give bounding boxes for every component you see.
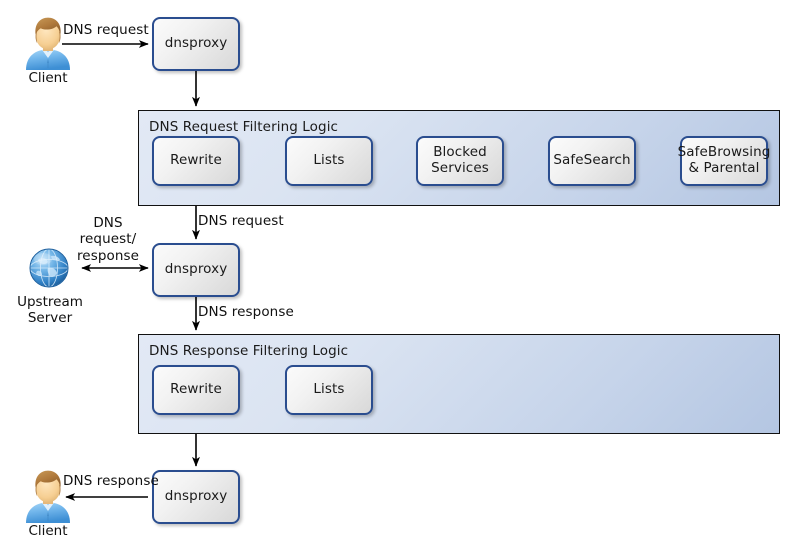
edge-label-dnsproxy-to-client: DNS response [63,473,159,489]
globe-icon [24,243,74,293]
node-label: Rewrite [170,152,222,169]
node-rewrite-response[interactable]: Rewrite [152,365,240,415]
node-label: Rewrite [170,381,222,398]
actor-caption-client-bottom: Client [28,523,68,539]
node-dnsproxy-bottom[interactable]: dnsproxy [152,470,240,524]
node-label: Lists [313,381,345,398]
user-avatar-icon [20,467,76,523]
node-label: Lists [313,152,345,169]
node-label: dnsproxy [164,488,228,505]
node-label: SafeBrowsing & Parental [677,144,771,176]
node-label: SafeSearch [553,152,631,169]
node-label: dnsproxy [164,261,228,278]
edge-label-dnsproxy-to-request-filter: DNS request [198,213,284,229]
edge-label-dnsproxy-to-response-filter: DNS response [198,304,294,320]
group-title-response-filtering: DNS Response Filtering Logic [149,343,349,359]
node-safebrowsing-parental[interactable]: SafeBrowsing & Parental [678,136,770,186]
node-safesearch[interactable]: SafeSearch [548,136,636,186]
group-title-request-filtering: DNS Request Filtering Logic [149,119,339,135]
user-avatar-icon [20,14,76,70]
group-response-filtering: DNS Response Filtering Logic [138,334,780,434]
node-dnsproxy-top[interactable]: dnsproxy [152,17,240,71]
node-label: Blocked Services [431,144,489,176]
node-lists-response[interactable]: Lists [285,365,373,415]
edge-label-upstream-exchange: DNS request/ response [76,215,140,264]
actor-caption-client-top: Client [28,70,68,86]
actor-caption-upstream-server: Upstream Server [17,294,83,327]
edge-label-client-to-dnsproxy: DNS request [63,22,149,38]
node-rewrite-request[interactable]: Rewrite [152,136,240,186]
node-dnsproxy-middle[interactable]: dnsproxy [152,243,240,297]
node-lists-request[interactable]: Lists [285,136,373,186]
node-blocked-services[interactable]: Blocked Services [416,136,504,186]
node-label: dnsproxy [164,35,228,52]
